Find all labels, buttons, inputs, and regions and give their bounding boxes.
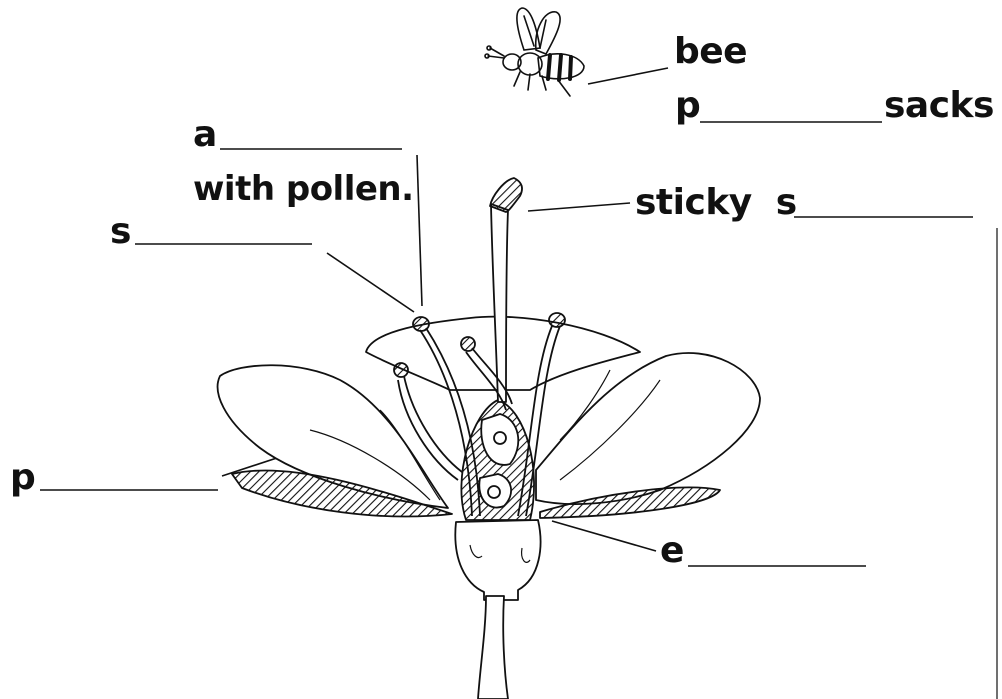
leader-bee: [588, 68, 668, 84]
anther-2: [394, 363, 408, 377]
petal-right: [536, 353, 760, 504]
leader-anther: [417, 155, 422, 306]
leader-stamen: [327, 253, 414, 312]
label-stamen-prefix: s: [110, 214, 131, 250]
flower: [218, 178, 760, 699]
leader-sepal: [552, 521, 656, 551]
receptacle: [455, 520, 540, 600]
bee-illustration: [485, 8, 584, 96]
label-stigma-prefix: sticky s: [635, 185, 797, 221]
label-petal-prefix: p: [10, 460, 35, 496]
stigma: [490, 178, 522, 212]
leader-stigma: [528, 203, 630, 211]
anther-4: [549, 313, 565, 327]
label-sepal-prefix: e: [660, 533, 684, 569]
label-bee: bee: [674, 34, 747, 70]
stem: [478, 596, 508, 699]
label-pollen-sacks-suffix: sacks: [884, 88, 994, 124]
anther-3: [461, 337, 475, 351]
label-pollen-sacks-prefix: p: [675, 88, 700, 124]
label-anther-prefix: a: [193, 117, 217, 153]
anther-1: [413, 317, 429, 331]
label-anther-line2: with pollen.: [193, 172, 414, 206]
